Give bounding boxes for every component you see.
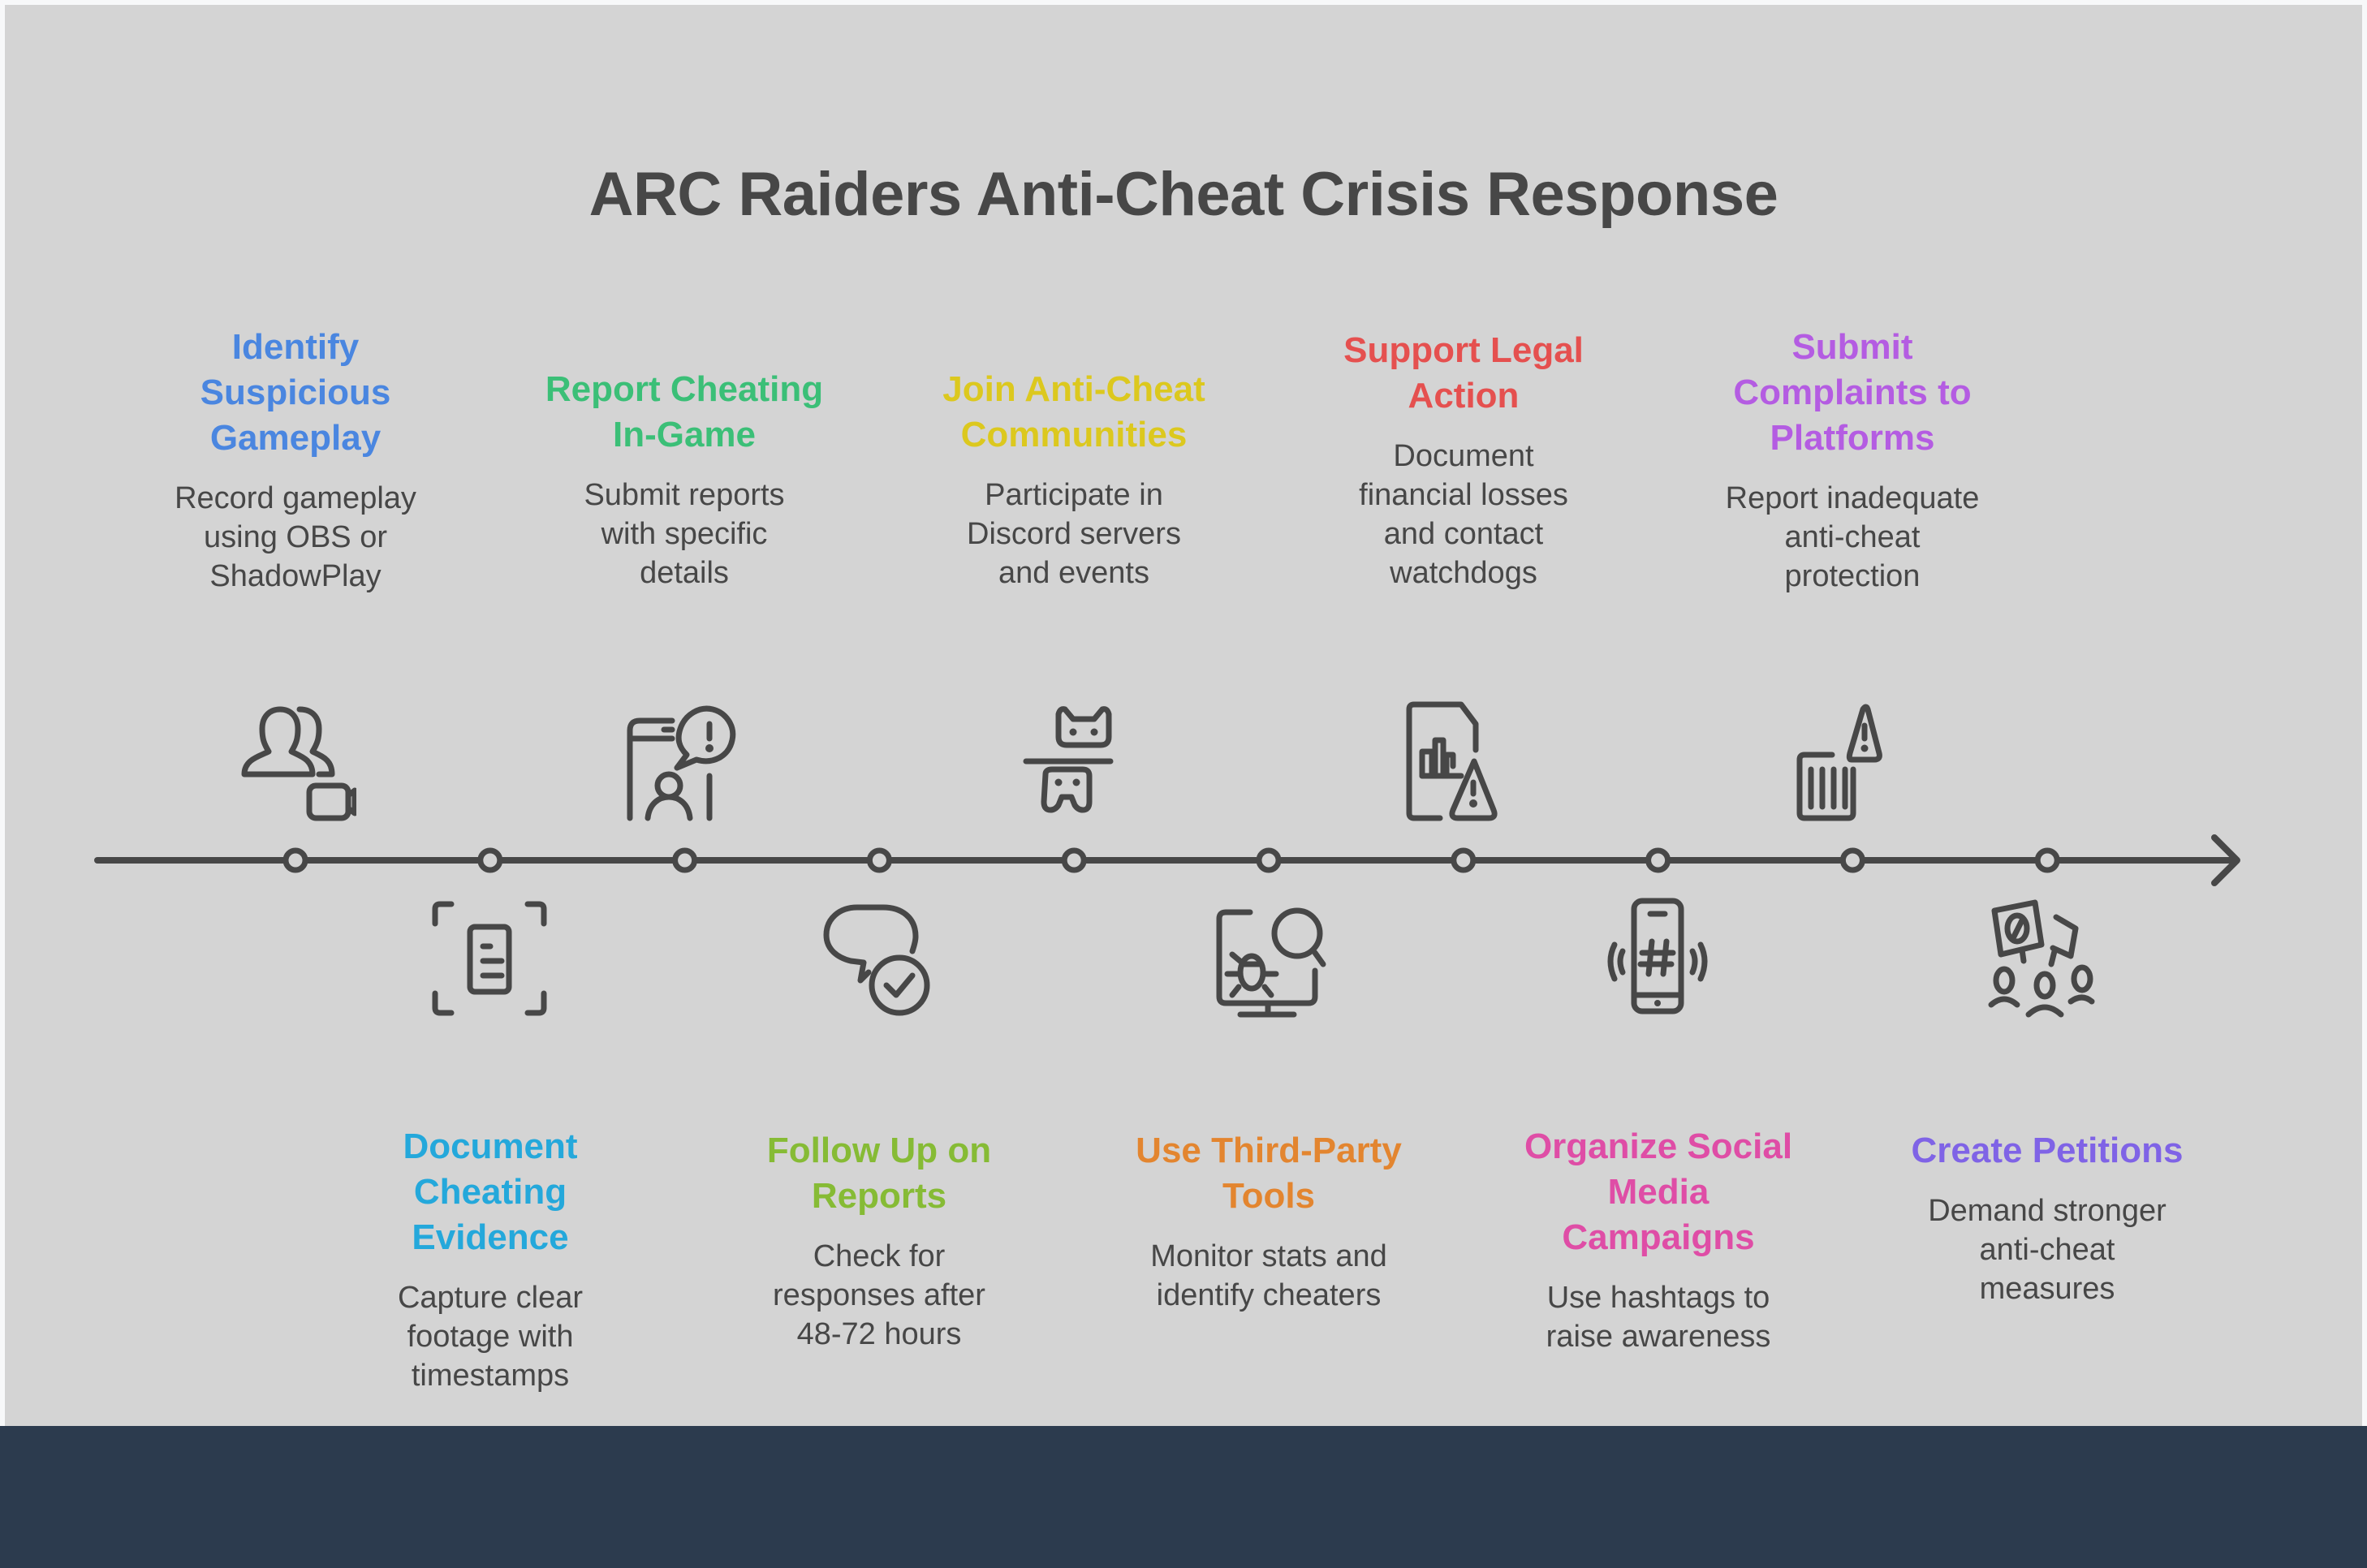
timeline-marker xyxy=(1061,847,1087,873)
step-description: Use hashtags to raise awareness xyxy=(1546,1281,1771,1354)
step-heading: Support Legal Action xyxy=(1343,330,1584,416)
timeline-marker xyxy=(672,847,698,873)
step-heading: Follow Up on Reports xyxy=(766,1131,992,1216)
diagram-background xyxy=(5,5,2362,1426)
protest-group-icon xyxy=(1986,896,2108,1018)
step-heading: Use Third-Party Tools xyxy=(1136,1131,1402,1216)
step-description: Demand stronger anti-cheat measures xyxy=(1928,1194,2167,1306)
step-submit-complaints-to-platforms: Submit Complaints to Platforms Report in… xyxy=(1682,325,2023,596)
chat-check-icon xyxy=(818,896,940,1018)
step-description: Participate in Discord servers and event… xyxy=(967,478,1181,590)
step-description: Record gameplay using OBS or ShadowPlay xyxy=(175,481,416,593)
timeline-marker xyxy=(1839,847,1865,873)
chart-document-warning-icon xyxy=(1403,701,1524,823)
barrier-warning-icon xyxy=(1791,701,1913,823)
timeline-marker xyxy=(866,847,892,873)
document-scan-icon xyxy=(429,899,550,1021)
step-description: Monitor stats and identify cheaters xyxy=(1150,1239,1387,1312)
users-video-icon xyxy=(235,701,358,823)
step-heading: Organize Social Media Campaigns xyxy=(1524,1126,1793,1257)
step-description: Submit reports with specific details xyxy=(584,478,785,590)
step-follow-up-on-reports: Follow Up on Reports Check for responses… xyxy=(709,1128,1050,1354)
step-heading: Document Cheating Evidence xyxy=(403,1126,578,1257)
step-document-cheating-evidence: Document Cheating Evidence Capture clear… xyxy=(320,1124,661,1395)
timeline-marker xyxy=(282,847,308,873)
step-join-anti-cheat-communities: Join Anti-Cheat Communities Participate … xyxy=(903,367,1244,592)
step-heading: Create Petitions xyxy=(1911,1131,2184,1170)
timeline-marker xyxy=(2034,847,2060,873)
step-description: Report inadequate anti-cheat protection xyxy=(1725,481,1980,593)
step-use-third-party-tools: Use Third-Party Tools Monitor stats and … xyxy=(1098,1128,1439,1315)
report-user-alert-icon xyxy=(623,701,745,823)
phone-hashtag-icon xyxy=(1597,896,1718,1018)
step-identify-suspicious-gameplay: Identify Suspicious Gameplay Record game… xyxy=(125,325,466,596)
footer-band xyxy=(0,1426,2367,1568)
step-create-petitions: Create Petitions Demand stronger anti-ch… xyxy=(1877,1128,2218,1308)
step-organize-social-media-campaigns: Organize Social Media Campaigns Use hash… xyxy=(1488,1124,1829,1356)
diagram-title: ARC Raiders Anti-Cheat Crisis Response xyxy=(589,160,1778,229)
step-heading: Report Cheating In-Game xyxy=(545,369,824,454)
timeline-marker xyxy=(1256,847,1282,873)
monitor-bug-search-icon xyxy=(1208,896,1330,1018)
step-description: Document financial losses and contact wa… xyxy=(1359,439,1568,590)
step-description: Capture clear footage with timestamps xyxy=(397,1281,584,1393)
timeline-marker xyxy=(477,847,503,873)
step-heading: Identify Suspicious Gameplay xyxy=(200,327,391,458)
step-description: Check for responses after 48-72 hours xyxy=(773,1239,985,1351)
timeline-marker xyxy=(1645,847,1671,873)
timeline-marker xyxy=(1451,847,1477,873)
step-heading: Join Anti-Cheat Communities xyxy=(942,369,1205,454)
timeline-arrowhead xyxy=(2211,834,2240,886)
discord-gamepad-icon xyxy=(1013,701,1135,823)
step-report-cheating-in-game: Report Cheating In-Game Submit reports w… xyxy=(514,367,855,592)
step-heading: Submit Complaints to Platforms xyxy=(1733,327,1972,458)
step-support-legal-action: Support Legal Action Document financial … xyxy=(1293,328,1634,592)
